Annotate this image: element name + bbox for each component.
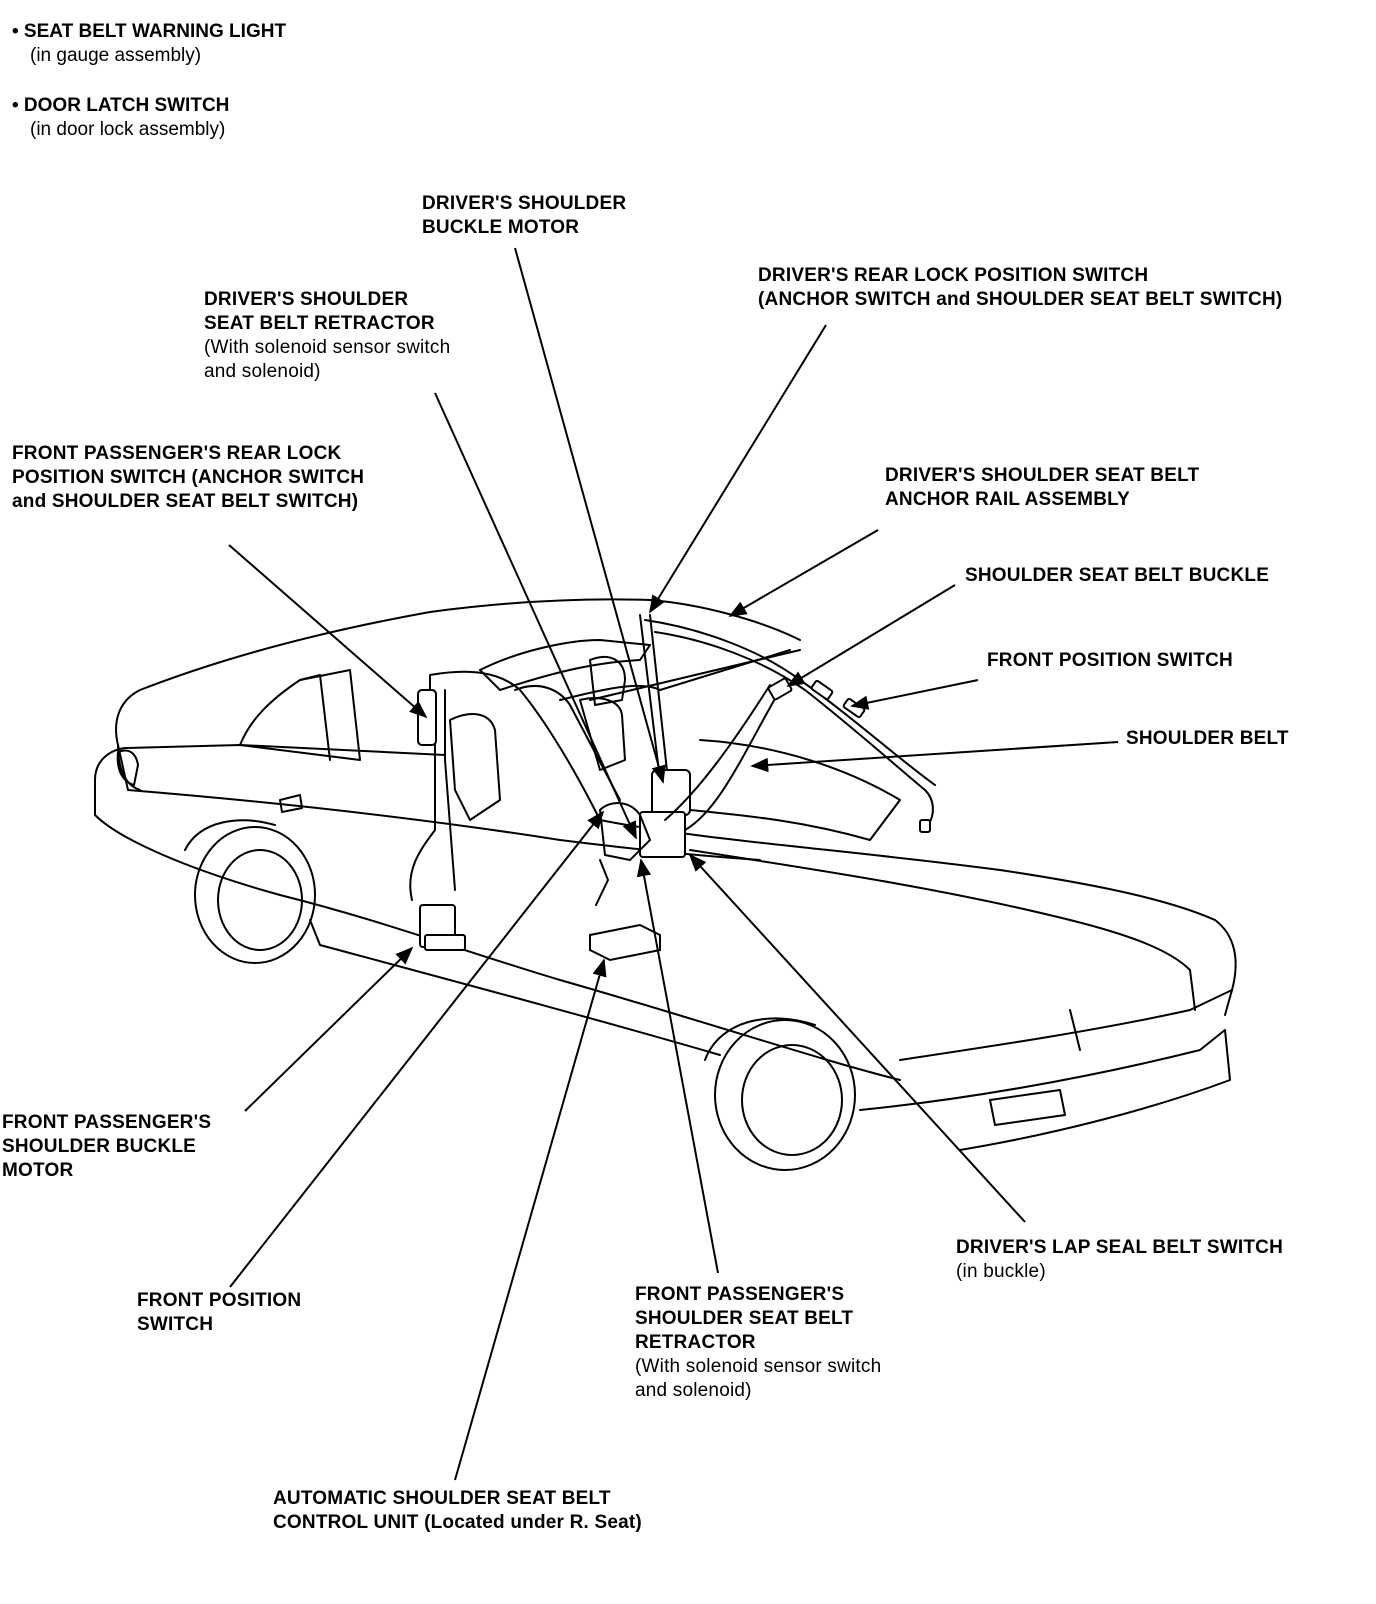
label-title: FRONT POSITION SWITCH [137, 1290, 302, 1335]
label-title: SHOULDER BELT [1126, 728, 1289, 749]
label-title: FRONT POSITION SWITCH [987, 650, 1233, 671]
label-sub: (With solenoid sensor switch and solenoi… [635, 1356, 882, 1401]
car-body [94, 598, 1237, 1171]
label-title: DRIVER'S LAP SEAL BELT SWITCH [956, 1237, 1284, 1258]
label-shoulder-seat-belt-buckle: SHOULDER SEAT BELT BUCKLE [965, 564, 1269, 588]
note-door-latch-switch: • DOOR LATCH SWITCH (in door lock assemb… [12, 94, 229, 142]
label-title: FRONT PASSENGER'S SHOULDER BUCKLE MOTOR [2, 1112, 212, 1181]
label-title: AUTOMATIC SHOULDER SEAT BELT CONTROL UNI… [273, 1488, 642, 1533]
label-driver-shoulder-buckle-motor: DRIVER'S SHOULDER BUCKLE MOTOR [422, 192, 626, 240]
note-sub: (in door lock assembly) [30, 119, 226, 140]
label-title: FRONT PASSENGER'S SHOULDER SEAT BELT RET… [635, 1284, 854, 1353]
label-sub: (in buckle) [956, 1261, 1046, 1282]
label-title: DRIVER'S REAR LOCK POSITION SWITCH (ANCH… [758, 265, 1283, 310]
label-shoulder-belt: SHOULDER BELT [1126, 727, 1289, 751]
label-front-passenger-rear-lock-switch: FRONT PASSENGER'S REAR LOCK POSITION SWI… [12, 442, 364, 514]
label-title: DRIVER'S SHOULDER SEAT BELT ANCHOR RAIL … [885, 465, 1200, 510]
leader-lines [228, 247, 1119, 1481]
label-title: DRIVER'S SHOULDER SEAT BELT RETRACTOR [204, 289, 435, 334]
label-driver-shoulder-seat-belt-retractor: DRIVER'S SHOULDER SEAT BELT RETRACTOR (W… [204, 288, 450, 384]
note-sub: (in gauge assembly) [30, 45, 202, 66]
label-title: DRIVER'S SHOULDER BUCKLE MOTOR [422, 193, 627, 238]
label-driver-lap-seat-belt-switch: DRIVER'S LAP SEAL BELT SWITCH (in buckle… [956, 1236, 1283, 1284]
note-title: • DOOR LATCH SWITCH [12, 95, 230, 116]
label-driver-rear-lock-position-switch: DRIVER'S REAR LOCK POSITION SWITCH (ANCH… [758, 264, 1282, 312]
label-front-passenger-shoulder-seat-belt-retractor: FRONT PASSENGER'S SHOULDER SEAT BELT RET… [635, 1283, 881, 1403]
label-sub: (With solenoid sensor switch and solenoi… [204, 337, 451, 382]
label-driver-anchor-rail-assembly: DRIVER'S SHOULDER SEAT BELT ANCHOR RAIL … [885, 464, 1199, 512]
note-title: • SEAT BELT WARNING LIGHT [12, 21, 287, 42]
label-title: SHOULDER SEAT BELT BUCKLE [965, 565, 1270, 586]
label-front-position-switch-left: FRONT POSITION SWITCH [137, 1289, 301, 1337]
note-seat-belt-warning-light: • SEAT BELT WARNING LIGHT (in gauge asse… [12, 20, 286, 68]
label-front-passenger-shoulder-buckle-motor: FRONT PASSENGER'S SHOULDER BUCKLE MOTOR [2, 1111, 211, 1183]
label-title: FRONT PASSENGER'S REAR LOCK POSITION SWI… [12, 443, 365, 512]
label-front-position-switch-right: FRONT POSITION SWITCH [987, 649, 1233, 673]
label-automatic-shoulder-seat-belt-control-unit: AUTOMATIC SHOULDER SEAT BELT CONTROL UNI… [273, 1487, 642, 1535]
